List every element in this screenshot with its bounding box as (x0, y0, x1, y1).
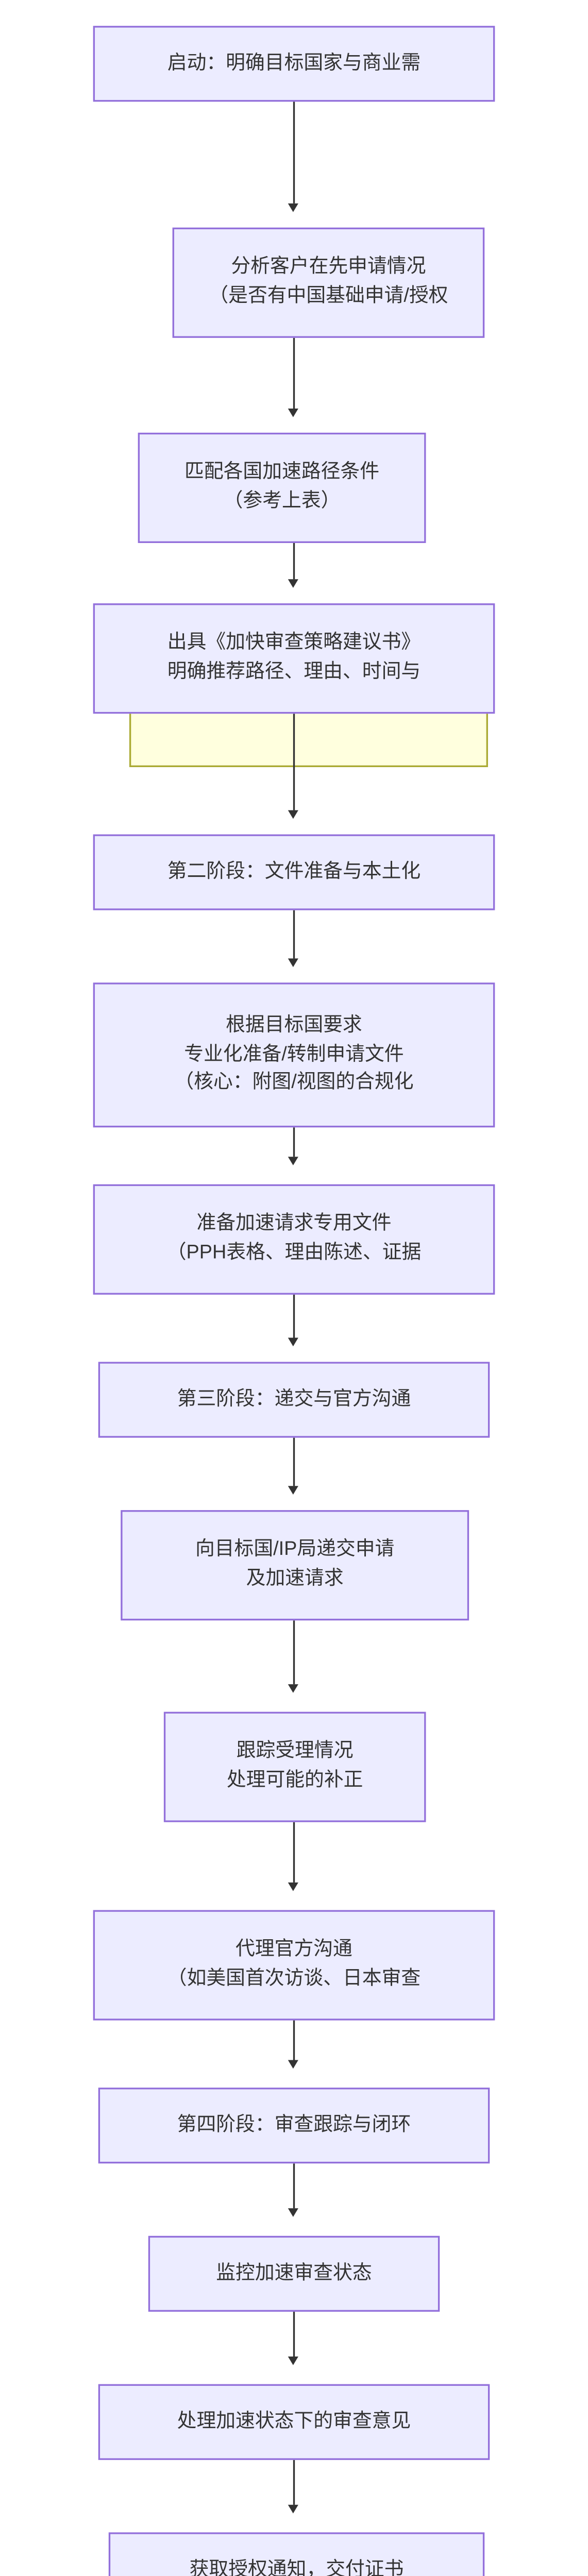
node-start[interactable]: 启动：明确目标国家与商业需 (93, 26, 495, 102)
node-phase2-accelerate-docs-label: 准备加速请求专用文件 （PPH表格、理由陈述、证据 (166, 1213, 422, 1264)
node-end-label: 获取授权通知，交付证书 (189, 2559, 404, 2576)
edge-p4-1-to-p4-2 (293, 2312, 295, 2357)
edge-p1-2-to-p1-3 (293, 543, 295, 580)
node-phase2-header[interactable]: 第二阶段：文件准备与本土化 (93, 834, 495, 910)
node-phase4-monitor-label: 监控加速审查状态 (216, 2262, 372, 2283)
node-phase3-header-label: 第三阶段：递交与官方沟通 (177, 1388, 411, 1410)
node-phase2-prepare-docs-label: 根据目标国要求 专业化准备/转制申请文件 （核心：附图/视图的合规化 (174, 1014, 414, 1094)
node-phase2-prepare-docs[interactable]: 根据目标国要求 专业化准备/转制申请文件 （核心：附图/视图的合规化 (93, 982, 495, 1128)
edge-arrow-p3-3 (288, 1882, 298, 1891)
node-phase3-communicate[interactable]: 代理官方沟通 （如美国首次访谈、日本审查 (93, 1910, 495, 2021)
edge-arrow-p1-1 (288, 203, 298, 212)
node-phase4-monitor[interactable]: 监控加速审查状态 (148, 2235, 440, 2312)
node-phase3-communicate-label: 代理官方沟通 （如美国首次访谈、日本审查 (167, 1939, 421, 1990)
node-phase3-header[interactable]: 第三阶段：递交与官方沟通 (98, 1362, 490, 1438)
edge-p1-1-to-p1-2 (293, 337, 295, 409)
node-phase3-submit[interactable]: 向目标国/IP局递交申请 及加速请求 (121, 1510, 469, 1621)
node-phase2-accelerate-docs[interactable]: 准备加速请求专用文件 （PPH表格、理由陈述、证据 (93, 1184, 495, 1295)
node-phase1-report[interactable]: 出具《加快审查策略建议书》 明确推荐路径、理由、时间与 (93, 603, 495, 714)
edge-arrow-p1-3 (288, 579, 298, 588)
edge-arrow-phase3 (288, 1337, 298, 1347)
edge-arrow-p4-2 (288, 2357, 298, 2365)
edge-arrow-p3-2 (288, 1684, 298, 1693)
node-phase4-header[interactable]: 第四阶段：审查跟踪与闭环 (98, 2088, 490, 2164)
edge-arrow-p3-1 (288, 1486, 298, 1495)
node-phase1-analyze-label: 分析客户在先申请情况 （是否有中国基础申请/授权 (209, 257, 448, 307)
node-phase4-office-action-label: 处理加速状态下的审查意见 (177, 2411, 411, 2432)
node-phase3-track[interactable]: 跟踪受理情况 处理可能的补正 (163, 1711, 426, 1822)
edge-phase2-to-p2-1 (293, 910, 295, 959)
node-phase4-office-action[interactable]: 处理加速状态下的审查意见 (98, 2384, 490, 2460)
node-start-label: 启动：明确目标国家与商业需 (167, 53, 421, 74)
edge-p2-2-to-phase3 (293, 1294, 295, 1338)
node-phase2-header-label: 第二阶段：文件准备与本土化 (167, 861, 421, 882)
node-phase1-match-label: 匹配各国加速路径条件 （参考上表） (184, 462, 380, 512)
edge-p3-1-to-p3-2 (293, 1620, 295, 1685)
node-phase1-report-label: 出具《加快审查策略建议书》 明确推荐路径、理由、时间与 (167, 633, 421, 683)
node-phase3-submit-label: 向目标国/IP局递交申请 及加速请求 (195, 1539, 395, 1590)
edge-arrow-p2-1 (288, 958, 298, 968)
edge-arrow-p4-1 (288, 2208, 298, 2217)
edge-arrow-end (288, 2504, 298, 2514)
edge-p4-2-to-end (293, 2460, 295, 2505)
edge-p2-1-to-p2-2 (293, 1127, 295, 1157)
edge-p3-2-to-p3-3 (293, 1822, 295, 1883)
node-phase3-track-label: 跟踪受理情况 处理可能的补正 (226, 1741, 363, 1791)
node-phase1-analyze[interactable]: 分析客户在先申请情况 （是否有中国基础申请/授权 (172, 227, 485, 338)
edge-arrow-phase2 (288, 810, 298, 819)
node-phase1-match[interactable]: 匹配各国加速路径条件 （参考上表） (138, 432, 426, 544)
edge-arrow-p2-2 (288, 1157, 298, 1165)
edge-start-to-p1-1 (293, 101, 295, 204)
edge-phase3-to-p3-1 (293, 1437, 295, 1486)
edge-p3-3-to-phase4 (293, 2020, 295, 2060)
edge-p1-3-to-phase2 (293, 714, 295, 810)
edge-arrow-phase4 (288, 2060, 298, 2069)
edge-phase4-to-p4-1 (293, 2163, 295, 2209)
edge-arrow-p1-2 (288, 409, 298, 417)
node-end[interactable]: 获取授权通知，交付证书 (108, 2532, 485, 2576)
node-phase4-header-label: 第四阶段：审查跟踪与闭环 (177, 2114, 411, 2136)
